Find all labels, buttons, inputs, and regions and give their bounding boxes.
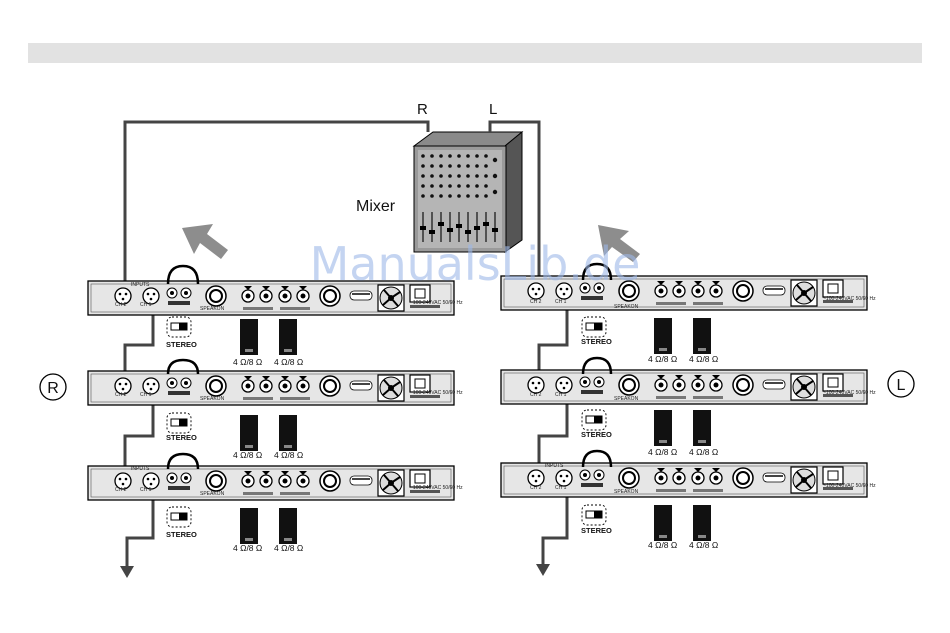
impedance-label: 4 Ω/8 Ω <box>689 354 718 364</box>
input-ch2-label: CH 2 <box>530 392 542 398</box>
side-badge-right <box>39 373 67 401</box>
input-ch1-label: CH 1 <box>555 392 567 398</box>
side-badge-left-text: L <box>897 377 906 394</box>
power-label: ~100-240VAC 50/60 Hz <box>410 485 463 491</box>
output-arrow-left <box>536 564 550 576</box>
left-channel-label: L <box>489 101 497 118</box>
speakon-label: SPEAKON <box>200 491 225 497</box>
stereo-label: STEREO <box>166 530 197 539</box>
impedance-label: 4 Ω/8 Ω <box>648 354 677 364</box>
power-label: ~100-240VAC 50/60 Hz <box>823 483 876 489</box>
speakon-label: SPEAKON <box>614 489 639 495</box>
input-ch2-label: CH 2 <box>115 302 127 308</box>
power-label: ~100-240VAC 50/60 Hz <box>410 300 463 306</box>
amplifier-r2: CH 2 CH 1 SPEAKON ~100-240VAC 50/60 Hz S… <box>87 358 463 460</box>
impedance-label: 4 Ω/8 Ω <box>233 543 262 553</box>
stereo-label: STEREO <box>166 433 197 442</box>
speakon-label: SPEAKON <box>200 396 225 402</box>
input-ch2-label: CH 2 <box>115 487 127 493</box>
power-label: ~100-240VAC 50/60 Hz <box>823 296 876 302</box>
impedance-label: 4 Ω/8 Ω <box>233 450 262 460</box>
power-label: ~100-240VAC 50/60 Hz <box>823 390 876 396</box>
inputs-label: INPUTS <box>131 466 150 472</box>
input-ch1-label: CH 1 <box>140 487 152 493</box>
impedance-label: 4 Ω/8 Ω <box>689 540 718 550</box>
pointer-arrow-left-icon <box>598 225 640 262</box>
input-ch2-label: CH 2 <box>530 485 542 491</box>
input-ch1-label: CH 1 <box>555 485 567 491</box>
side-badge-left <box>887 370 915 398</box>
amplifier-l2: CH 2 CH 1 SPEAKON ~100-240VAC 50/60 Hz S… <box>500 356 876 457</box>
mixer-label: Mixer <box>356 198 396 215</box>
input-ch2-label: CH 2 <box>115 392 127 398</box>
impedance-label: 4 Ω/8 Ω <box>648 447 677 457</box>
speakon-label: SPEAKON <box>614 304 639 310</box>
stereo-label: STEREO <box>581 337 612 346</box>
amplifier-l3: CH 2 CH 1 INPUTS SPEAKON ~100-240VAC 50/… <box>500 449 876 550</box>
impedance-label: 4 Ω/8 Ω <box>648 540 677 550</box>
input-ch1-label: CH 1 <box>140 302 152 308</box>
impedance-label: 4 Ω/8 Ω <box>274 450 303 460</box>
pointer-arrow-right-icon <box>182 224 228 259</box>
right-channel-label: R <box>417 101 428 118</box>
impedance-label: 4 Ω/8 Ω <box>689 447 718 457</box>
input-ch1-label: CH 1 <box>555 299 567 305</box>
impedance-label: 4 Ω/8 Ω <box>274 357 303 367</box>
speakon-label: SPEAKON <box>614 396 639 402</box>
input-ch2-label: CH 2 <box>530 299 542 305</box>
mixer <box>412 130 524 253</box>
top-bar <box>28 43 922 63</box>
power-label: ~100-240VAC 50/60 Hz <box>410 390 463 396</box>
speakon-label: SPEAKON <box>200 306 225 312</box>
amplifier-r1: CH 2 CH 1 INPUTS SPEAKON ~100-240VAC 50/… <box>87 264 463 367</box>
impedance-label: 4 Ω/8 Ω <box>274 543 303 553</box>
wiring <box>123 120 569 568</box>
output-arrow-right <box>120 566 134 578</box>
watermark: ManualsLib.de <box>310 237 641 291</box>
amplifier-r3: CH 2 CH 1 INPUTS SPEAKON ~100-240VAC 50/… <box>87 452 463 553</box>
inputs-label: INPUTS <box>545 463 564 469</box>
input-ch1-label: CH 1 <box>140 392 152 398</box>
impedance-label: 4 Ω/8 Ω <box>233 357 262 367</box>
stereo-label: STEREO <box>581 526 612 535</box>
inputs-label: INPUTS <box>131 282 150 288</box>
side-badge-right-text: R <box>47 380 59 397</box>
stereo-label: STEREO <box>581 430 612 439</box>
amplifier-l1: CH 2 CH 1 SPEAKON ~100-240VAC 50/60 Hz S… <box>500 262 876 364</box>
stereo-label: STEREO <box>166 340 197 349</box>
